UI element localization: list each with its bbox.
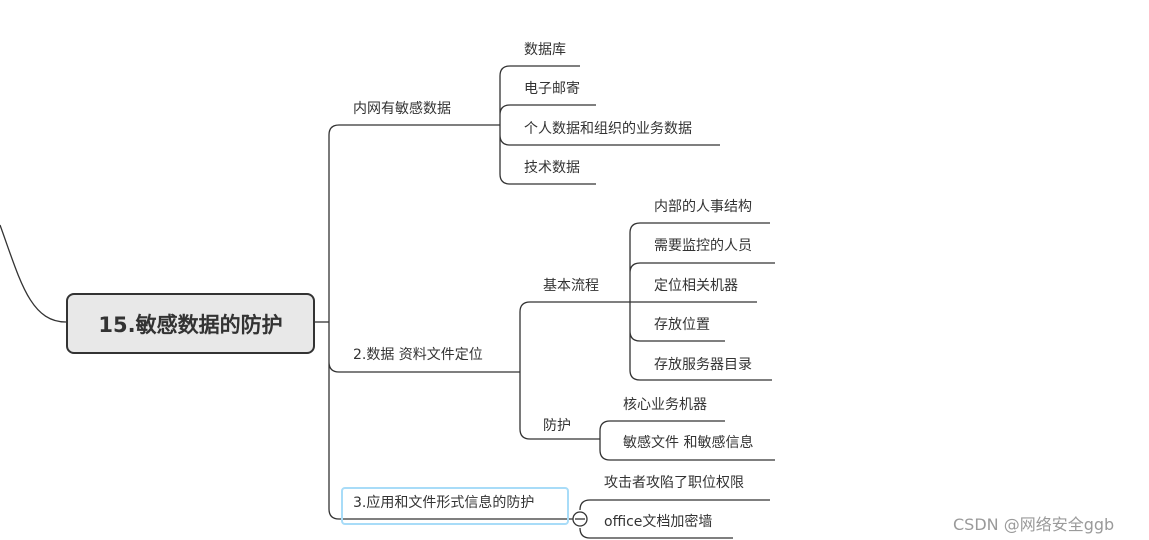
topic-locate-machines[interactable]: 定位相关机器 — [654, 278, 738, 294]
topic-internal-sensitive-data[interactable]: 内网有敏感数据 — [353, 101, 451, 117]
topic-protection[interactable]: 防护 — [543, 418, 571, 434]
watermark: CSDN @网络安全ggb — [953, 515, 1115, 534]
topic-email[interactable]: 电子邮寄 — [524, 81, 580, 97]
topic-basic-process[interactable]: 基本流程 — [543, 278, 599, 294]
topic-personal-business-data[interactable]: 个人数据和组织的业务数据 — [524, 121, 692, 137]
topic-app-file-protection[interactable]: 3.应用和文件形式信息的防护 — [353, 495, 535, 511]
topic-server-directory[interactable]: 存放服务器目录 — [654, 357, 752, 373]
topic-storage-location[interactable]: 存放位置 — [654, 317, 710, 333]
topic-office-encryption[interactable]: office文档加密墙 — [604, 514, 713, 530]
selected-topic-frame — [341, 487, 569, 525]
topic-sensitive-files[interactable]: 敏感文件 和敏感信息 — [623, 435, 754, 451]
topic-core-machines[interactable]: 核心业务机器 — [623, 397, 707, 413]
topic-hr-structure[interactable]: 内部的人事结构 — [654, 199, 752, 215]
topic-technical-data[interactable]: 技术数据 — [524, 160, 580, 176]
topic-database[interactable]: 数据库 — [524, 42, 566, 58]
topic-data-file-location[interactable]: 2.数据 资料文件定位 — [353, 347, 483, 363]
topic-attacker-privilege[interactable]: 攻击者攻陷了职位权限 — [604, 475, 744, 491]
root-topic[interactable]: 15.敏感数据的防护 — [66, 293, 315, 354]
topic-monitored-people[interactable]: 需要监控的人员 — [654, 238, 752, 254]
